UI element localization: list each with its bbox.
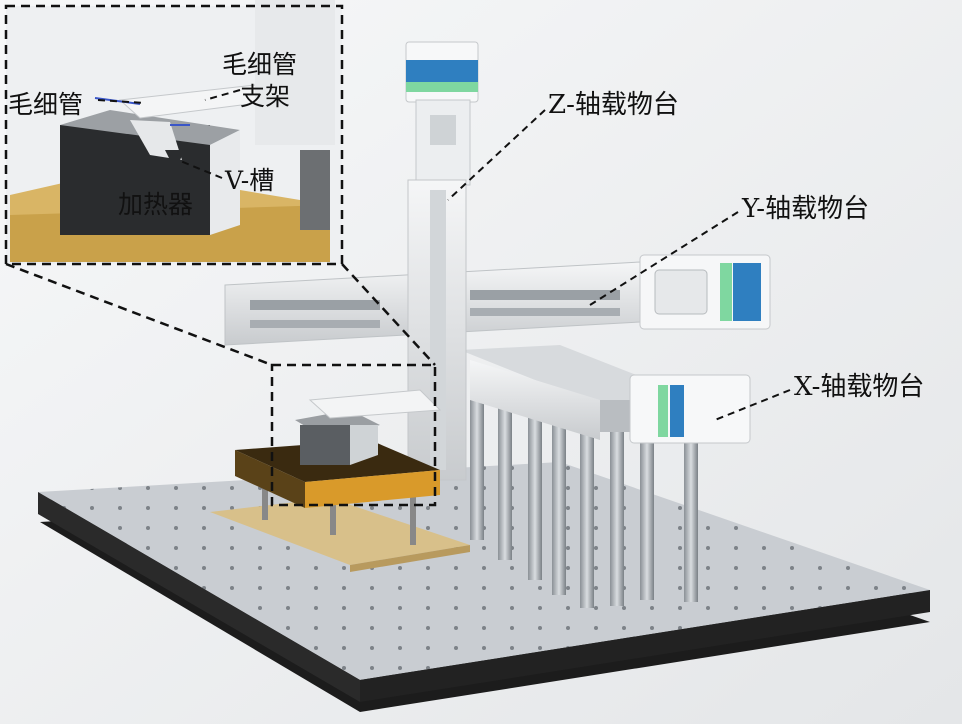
v-groove-label: V-槽 xyxy=(225,166,275,195)
capillary-holder-label-line1: 毛细管 xyxy=(222,50,298,79)
support-rods xyxy=(470,370,698,608)
inset-magnified-view xyxy=(4,0,344,266)
zoom-callout xyxy=(5,262,437,507)
y-stage-label: Y-轴载物台 xyxy=(742,194,870,224)
x-axis-stage xyxy=(460,345,751,444)
x-stage-label: X-轴载物台 xyxy=(794,372,925,402)
leader-lines xyxy=(97,89,791,421)
capillary-label: 毛细管 xyxy=(8,90,84,119)
heater-assembly xyxy=(210,389,470,572)
heater-label: 加热器 xyxy=(118,190,194,219)
z-stage-label: Z-轴载物台 xyxy=(548,90,679,120)
capillary-holder-label-line2: 支架 xyxy=(240,82,291,111)
